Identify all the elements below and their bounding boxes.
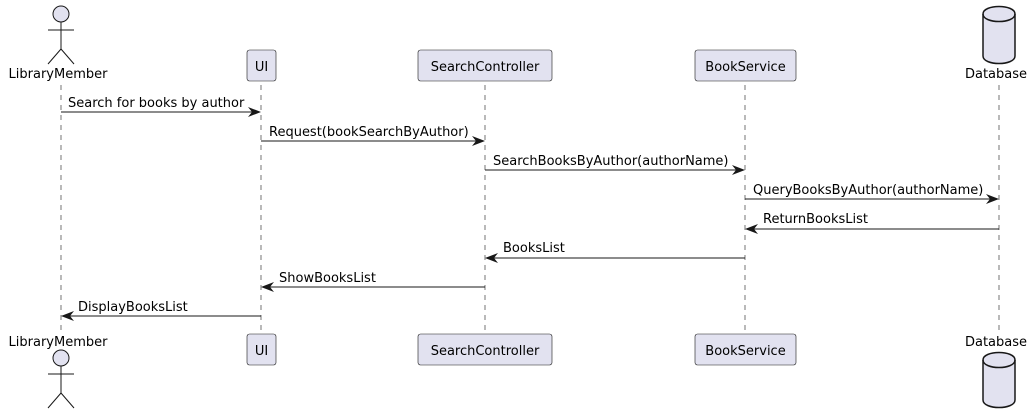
participant-ui-box-top [246,49,277,82]
actor-icon [47,5,75,65]
arrowhead-3 [732,165,745,175]
participant-book-service-box-top [694,49,797,82]
arrowhead-6 [485,253,498,263]
participant-database-top: Database [965,67,1027,82]
arrowhead-5 [745,224,758,234]
participant-book-service-bottom: BookService [705,344,785,359]
message-label-8: DisplayBooksList [78,300,188,315]
participant-search-controller-top: SearchController [431,60,540,75]
message-label-7: ShowBooksList [279,271,376,286]
participant-book-service-top: BookService [705,60,785,75]
message-label-1: Search for books by author [68,96,245,111]
participant-search-controller-box-top [417,49,553,82]
participant-ui-bottom: UI [255,344,268,359]
arrowhead-4 [986,194,999,204]
arrowhead-8 [61,311,74,321]
participant-book-service-box-bottom [694,333,797,366]
arrowhead-1 [248,107,261,117]
participant-library-member-top: LibraryMember [9,67,109,82]
participant-search-controller-bottom: SearchController [431,344,540,359]
actor-icon [47,349,75,409]
database-icon [982,351,1016,409]
arrowhead-2 [472,136,485,146]
message-label-3: SearchBooksByAuthor(authorName) [493,154,729,169]
message-label-6: BooksList [503,241,565,256]
message-label-4: QueryBooksByAuthor(authorName) [753,183,983,198]
participant-search-controller-box-bottom [417,333,553,366]
message-label-5: ReturnBooksList [763,212,868,227]
message-label-2: Request(bookSearchByAuthor) [269,125,469,140]
participant-database-bottom: Database [965,335,1027,350]
participant-library-member-bottom: LibraryMember [9,335,109,350]
participant-ui-top: UI [255,60,268,75]
participant-ui-box-bottom [246,333,277,366]
arrowhead-7 [261,282,274,292]
database-icon [982,5,1016,65]
